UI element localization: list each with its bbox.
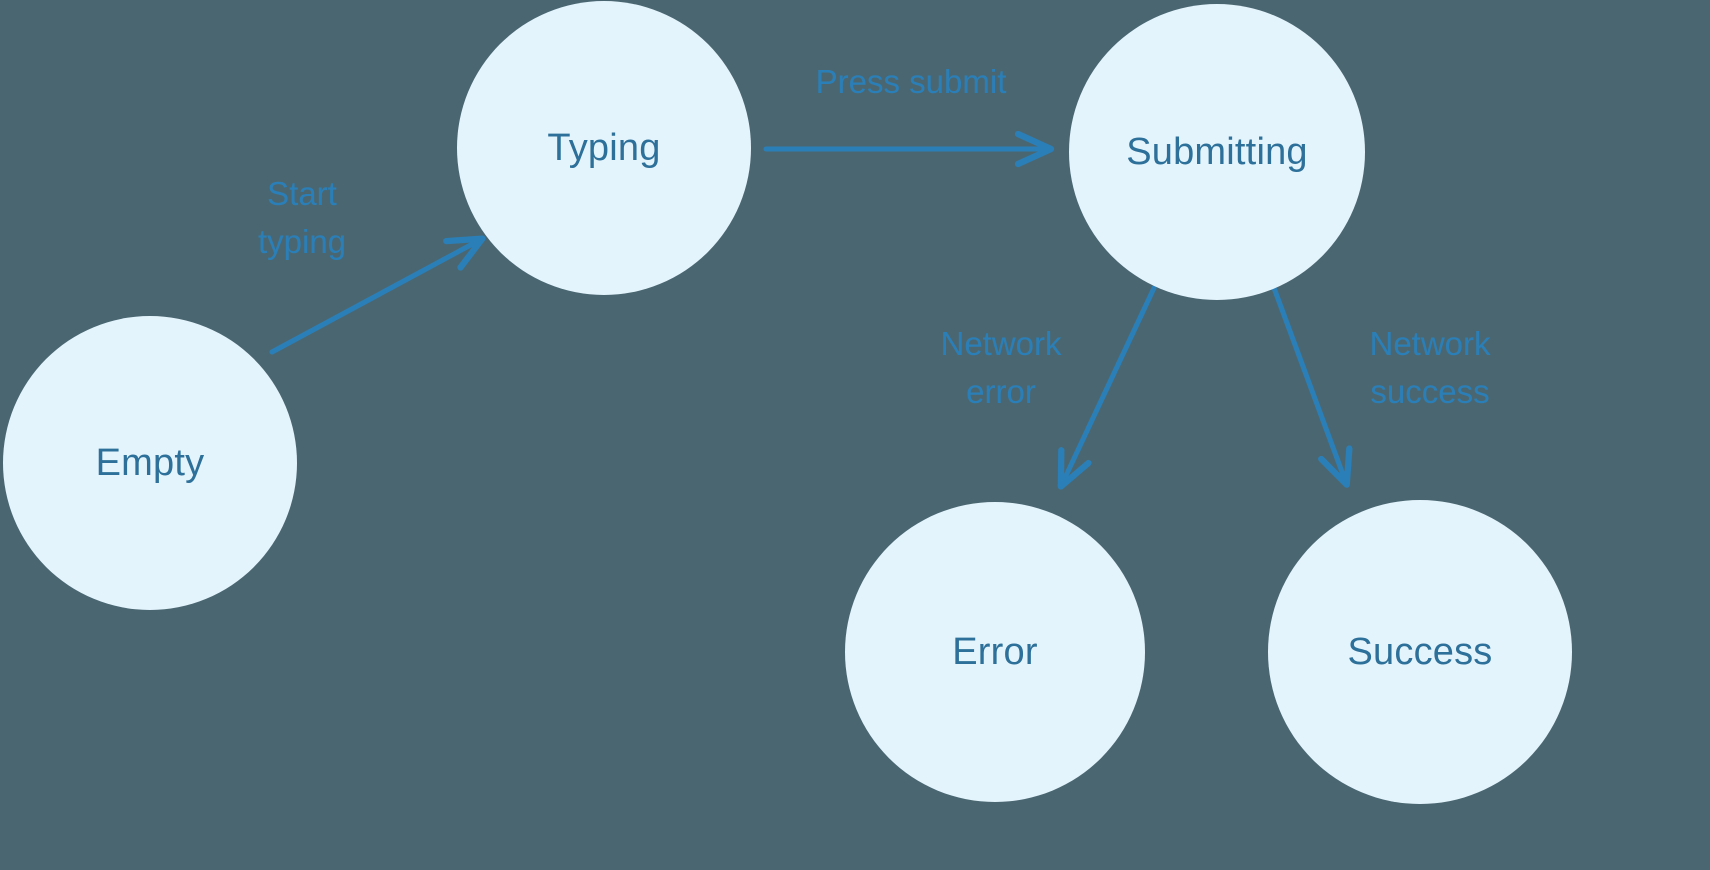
state-node-submitting-label: Submitting (1126, 130, 1308, 173)
state-node-typing[interactable]: Typing (457, 1, 751, 295)
edge-empty-to-typing (269, 241, 478, 355)
edge-submitting-to-error (1063, 285, 1157, 482)
state-node-empty-label: Empty (95, 441, 205, 484)
state-node-success-label: Success (1347, 630, 1493, 673)
state-node-error[interactable]: Error (845, 502, 1145, 802)
state-node-error-label: Error (952, 630, 1038, 673)
state-node-empty[interactable]: Empty (3, 316, 297, 610)
state-node-typing-label: Typing (547, 126, 661, 169)
edge-submitting-to-success (1271, 285, 1345, 480)
state-node-submitting[interactable]: Submitting (1069, 4, 1365, 300)
state-node-success[interactable]: Success (1268, 500, 1572, 804)
